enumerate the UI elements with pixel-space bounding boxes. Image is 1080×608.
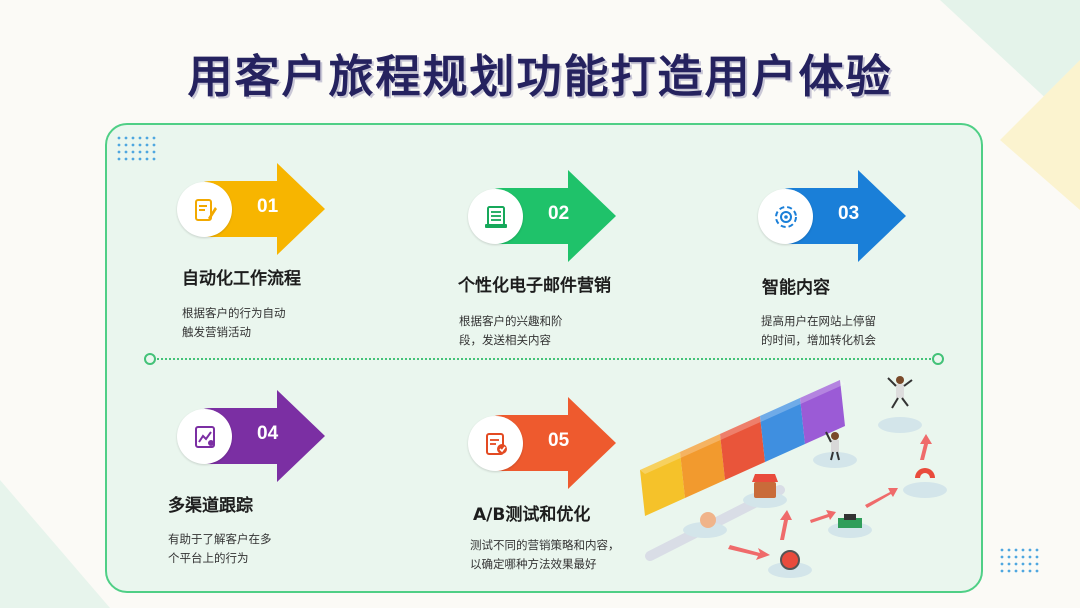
section-divider — [150, 358, 938, 360]
ear-icon — [700, 512, 716, 528]
magnifier-gift-icon — [780, 550, 800, 570]
step-03-number: 03 — [838, 203, 860, 224]
step-05-desc-line1: 测试不同的营销策略和内容， — [470, 538, 620, 552]
step-01-title: 自动化工作流程 — [182, 269, 301, 289]
stage-retention — [760, 398, 805, 462]
step-05-title: A/B测试和优化 — [473, 505, 591, 525]
step-04-desc-line1: 有助于了解客户在多 — [168, 532, 272, 546]
step-03-description: 提高用户在网站上停留 的时间，增加转化机会 — [761, 312, 901, 350]
step-02-description: 根据客户的兴趣和阶 段，发送相关内容 — [459, 312, 599, 350]
document-check-icon — [485, 432, 507, 455]
step-05-desc-line2: 以确定哪种方法效果最好 — [470, 557, 597, 571]
step-04-desc-line2: 个平台上的行为 — [168, 551, 249, 565]
step-01-desc-line1: 根据客户的行为自动 — [182, 306, 286, 320]
shop-icon — [754, 482, 776, 498]
divider-end-left — [144, 353, 156, 365]
step-04-number: 04 — [257, 423, 279, 444]
document-pen-icon — [194, 198, 217, 221]
step-05-description: 测试不同的营销策略和内容， 以确定哪种方法效果最好 — [470, 536, 640, 574]
step-01-number: 01 — [257, 196, 279, 217]
stage-purchase — [720, 416, 765, 480]
step-02-desc-line2: 段，发送相关内容 — [459, 333, 551, 347]
step-01-desc-line2: 触发营销活动 — [182, 325, 251, 339]
dot-grid-decoration-left — [117, 136, 156, 161]
page-title: 用客户旅程规划功能打造用户体验 — [187, 50, 893, 103]
step-03-desc-line1: 提高用户在网站上停留 — [761, 314, 876, 328]
step-05-icon-circle — [468, 416, 523, 471]
background-decoration-top-right — [940, 0, 1080, 210]
person-jumping-icon — [887, 376, 913, 409]
dot-grid-decoration-right — [1000, 548, 1039, 573]
target-cycle-icon — [774, 205, 797, 228]
step-03-icon-circle — [758, 189, 813, 244]
journey-flow-arrows — [728, 434, 932, 560]
stage-advocacy — [800, 380, 845, 444]
stage-consideration — [680, 434, 725, 498]
step-03-desc-line2: 的时间，增加转化机会 — [761, 333, 876, 347]
magnet-icon — [915, 468, 935, 478]
journey-stage-ribbon — [640, 380, 845, 516]
step-04-description: 有助于了解客户在多 个平台上的行为 — [168, 530, 308, 568]
step-03-title: 智能内容 — [762, 278, 830, 298]
payment-icon — [838, 518, 862, 528]
divider-end-right — [932, 353, 944, 365]
step-05: 05 — [456, 397, 626, 489]
email-list-icon — [484, 205, 507, 228]
chart-report-icon — [194, 425, 215, 448]
step-02-icon-circle — [468, 189, 523, 244]
step-01-icon-circle — [177, 182, 232, 237]
step-04-icon-circle — [177, 409, 232, 464]
background-decoration-bottom-left — [0, 480, 110, 608]
step-01: 01 — [165, 163, 335, 255]
stage-awareness — [640, 452, 685, 516]
step-02: 02 — [456, 170, 626, 262]
customer-journey-illustration — [640, 376, 947, 578]
step-04: 04 — [165, 390, 335, 482]
step-05-number: 05 — [548, 430, 570, 451]
step-03: 03 — [746, 170, 916, 262]
step-02-number: 02 — [548, 203, 570, 224]
step-04-title: 多渠道跟踪 — [168, 496, 253, 516]
step-02-desc-line1: 根据客户的兴趣和阶 — [459, 314, 563, 328]
step-02-title: 个性化电子邮件营销 — [458, 276, 611, 296]
step-01-description: 根据客户的行为自动 触发营销活动 — [182, 304, 322, 342]
person-cheering-icon — [825, 431, 840, 461]
